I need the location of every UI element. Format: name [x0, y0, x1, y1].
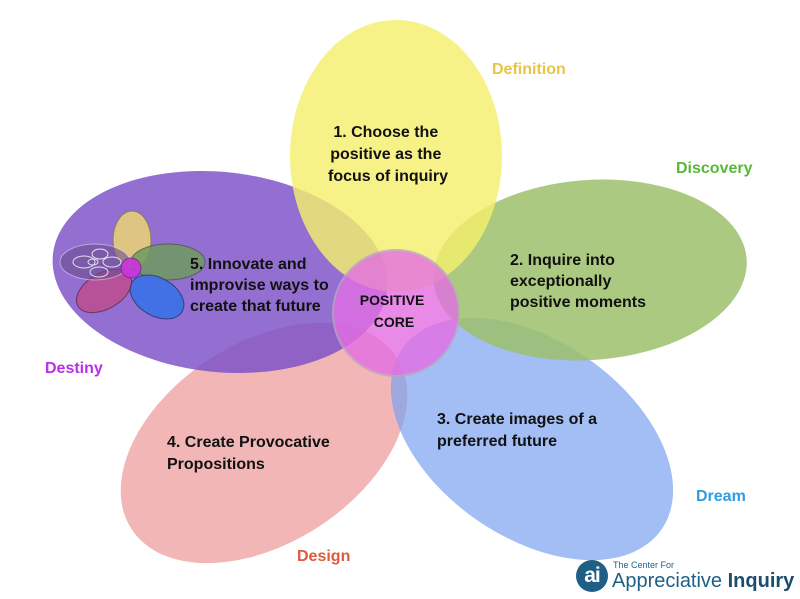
logo-text: The Center For Appreciative Inquiry — [612, 560, 794, 592]
label-destiny: Destiny — [45, 360, 103, 377]
petal-design-shape — [120, 322, 408, 564]
petal-discovery — [433, 179, 747, 361]
petal-definition — [290, 20, 502, 292]
petal-design — [120, 322, 408, 564]
label-definition: Definition — [492, 61, 566, 78]
logo-bottom-regular: Appreciative — [612, 570, 723, 592]
positive-core-text: POSITIVE CORE — [360, 292, 428, 330]
ai-logo-mark: ai — [576, 560, 608, 592]
petal-destiny-text: 5. Innovate and improvise ways to create… — [190, 256, 333, 315]
label-discovery: Discovery — [676, 160, 753, 177]
petal-discovery-shape — [433, 179, 747, 361]
label-design: Design — [297, 548, 350, 565]
center-for-appreciative-inquiry-logo: ai The Center For Appreciative Inquiry — [576, 559, 794, 593]
logo-top-line: The Center For — [613, 560, 675, 570]
logo-bottom-bold: Inquiry — [727, 570, 795, 592]
label-dream: Dream — [696, 488, 746, 505]
positive-core — [332, 249, 460, 377]
petal-definition-text: 1. Choose the positive as the focus of i… — [328, 124, 448, 185]
petal-definition-shape — [290, 20, 502, 292]
mini-flower-icon — [59, 210, 206, 320]
positive-core-shape — [332, 249, 460, 377]
logo-bottom-line: Appreciative Inquiry — [612, 571, 794, 591]
petal-discovery-text: 2. Inquire into exceptionally positive m… — [510, 252, 646, 311]
petal-dream-text: 3. Create images of a preferred future — [437, 411, 602, 450]
petal-dream-shape — [390, 317, 674, 561]
petal-dream — [390, 317, 674, 561]
petal-design-text: 4. Create Provocative Propositions — [167, 434, 334, 473]
